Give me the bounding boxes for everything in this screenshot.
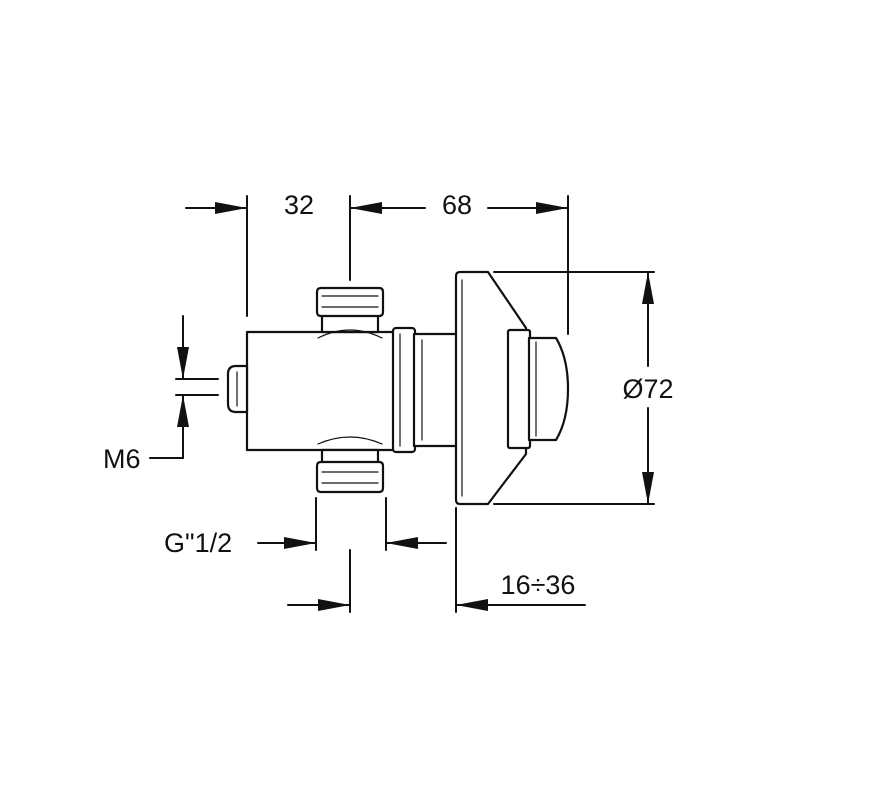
upper-inlet-connector xyxy=(315,286,385,339)
m6-dimension xyxy=(149,315,219,459)
wall-range-dimension xyxy=(287,507,586,613)
dimension-diameter-label: Ø72 xyxy=(622,374,673,404)
threaded-sleeve xyxy=(391,326,460,454)
dimension-68-label: 68 xyxy=(442,190,472,220)
dimension-32-label: 32 xyxy=(284,190,314,220)
dimension-g-thread-label: G"1/2 xyxy=(164,528,232,558)
valve-main-cylinder xyxy=(245,330,399,452)
dimension-wall-range-label: 16÷36 xyxy=(501,570,576,600)
diameter-dimension xyxy=(493,271,655,505)
top-dimensions xyxy=(185,195,569,335)
dimension-m6-label: M6 xyxy=(103,444,141,474)
valve-body xyxy=(226,270,570,506)
lower-inlet-connector xyxy=(315,436,385,494)
g-thread-dimension xyxy=(257,497,447,551)
push-button xyxy=(506,328,570,450)
